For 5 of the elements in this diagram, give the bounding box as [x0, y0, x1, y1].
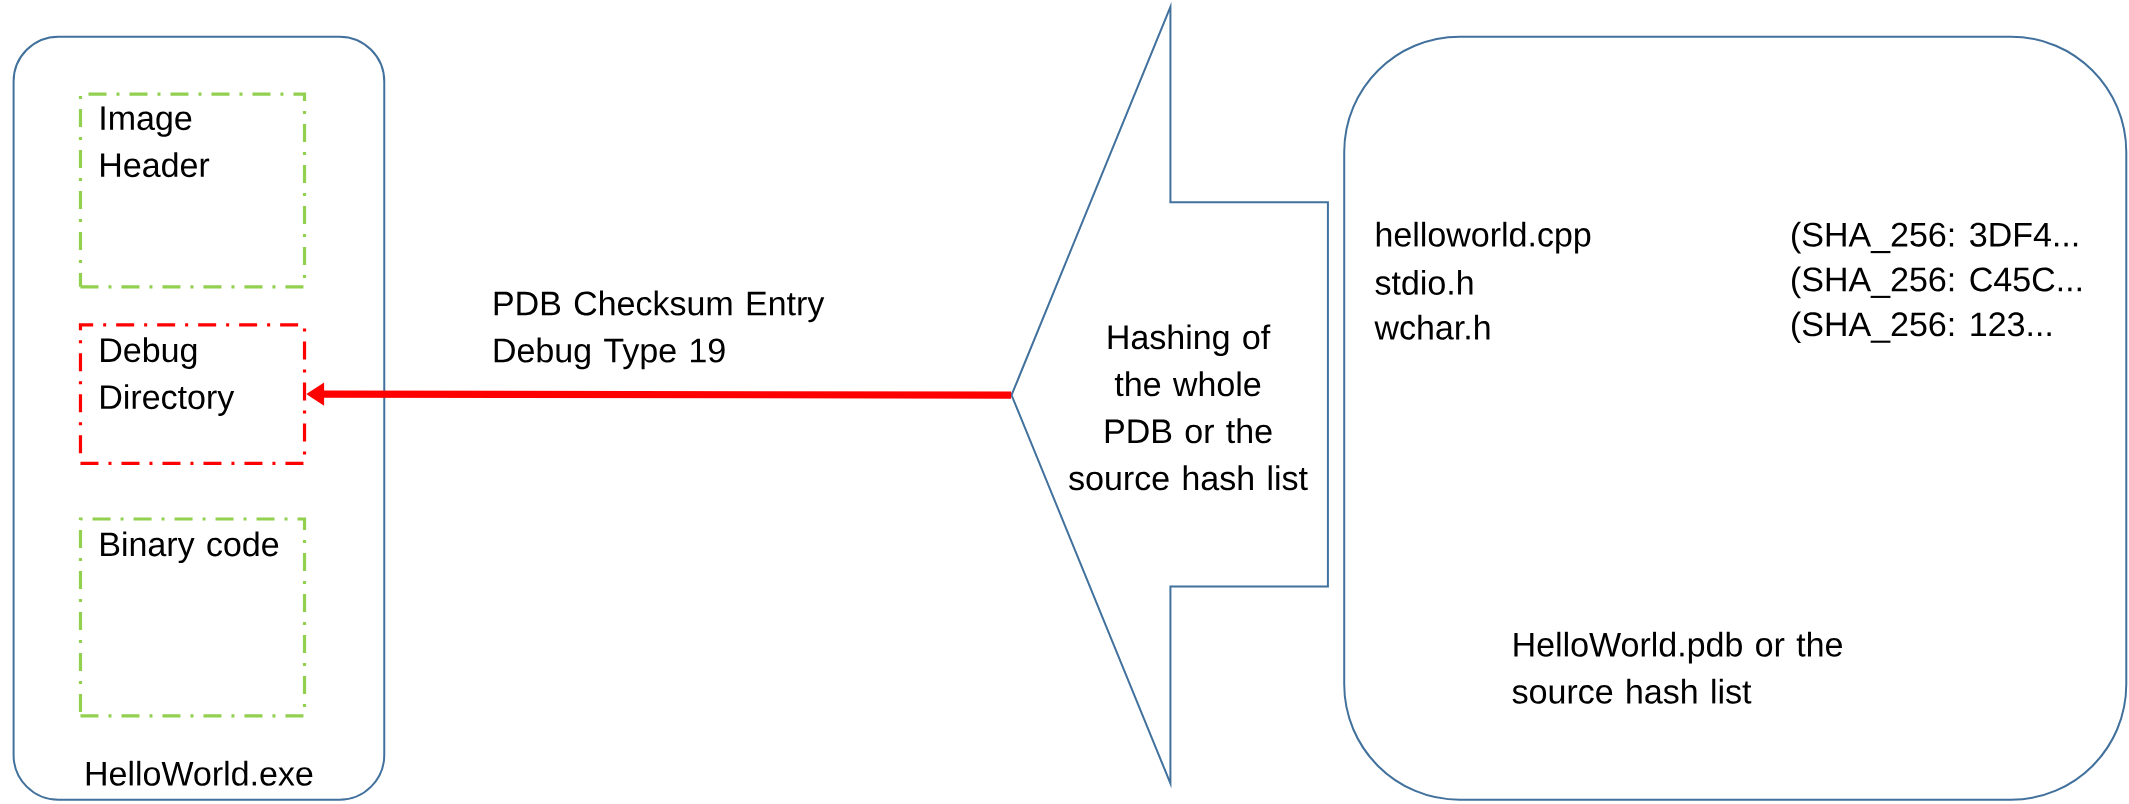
edge-label: PDB Checksum Entry Debug Type 19 [494, 290, 825, 370]
file-box: helloworld.cpp (SHA_256: 3DF4... stdio.h (SHA_256: C45C... wchar.h (SHA_256: 123... HelloWorld.pdb or the source hash list [1343, 35, 2128, 801]
section-box: Image Header [78, 92, 307, 289]
section-box: Debug Directory [78, 323, 307, 466]
section-box: Binary code [78, 517, 307, 718]
